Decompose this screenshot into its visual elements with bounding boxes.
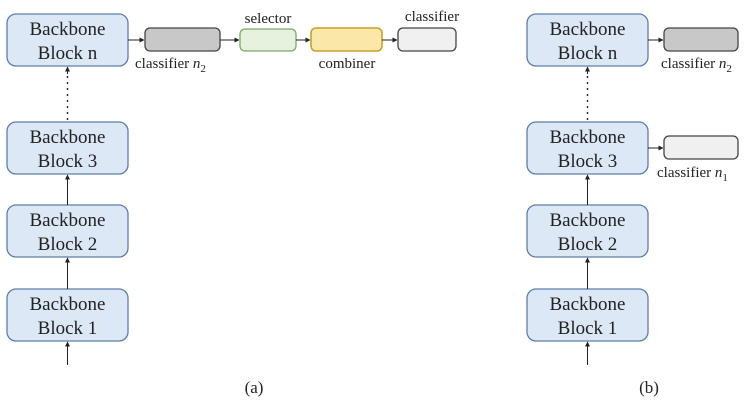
block-3-line1: Backbone — [30, 127, 106, 148]
block-1-line2: Block 1 — [38, 318, 98, 339]
caption-a: (a) — [245, 378, 264, 397]
selector-box — [239, 28, 297, 52]
block-1-line1: Backbone — [550, 294, 626, 315]
block-1-line2: Block 1 — [558, 318, 618, 339]
selector-label: selector — [245, 11, 292, 27]
block-3-line1: Backbone — [550, 127, 626, 148]
panel-a-block-n: Backbone Block n — [6, 13, 129, 67]
caption-b: (b) — [639, 378, 659, 397]
panel-a-block-2: Backbone Block 2 — [6, 204, 129, 258]
classifier-n2-label: classifier n2 — [661, 56, 732, 75]
panel-b-block-3: Backbone Block 3 — [526, 121, 649, 175]
block-2-line1: Backbone — [30, 210, 106, 231]
block-1-line1: Backbone — [30, 294, 106, 315]
classifier-n2-box — [144, 27, 221, 52]
block-2-line2: Block 2 — [558, 234, 618, 255]
panel-a: Backbone Block n Backbone Block 3 Backbo… — [6, 9, 459, 397]
panel-a-block-1: Backbone Block 1 — [6, 288, 129, 342]
classifier-n1-label: classifier n1 — [657, 165, 728, 184]
final-classifier-box — [397, 27, 457, 52]
block-n-line2: Block n — [558, 43, 618, 64]
block-2-line1: Backbone — [550, 210, 626, 231]
block-3-line2: Block 3 — [558, 151, 618, 172]
block-3-box — [6, 121, 129, 175]
combiner-box — [310, 27, 383, 52]
classifier-n2-label: classifier n2 — [135, 56, 206, 75]
classifier-n1-box — [663, 135, 739, 160]
final-classifier-label: classifier — [405, 9, 459, 25]
combiner-label: combiner — [319, 56, 376, 72]
block-2-line2: Block 2 — [38, 234, 98, 255]
panel-a-block-3: Backbone Block 3 — [6, 121, 129, 175]
panel-b: Backbone Block n Backbone Block 3 Backbo… — [526, 13, 739, 397]
block-3-line2: Block 3 — [38, 151, 98, 172]
classifier-n2-box — [663, 27, 739, 52]
block-n-line1: Backbone — [30, 19, 106, 40]
panel-b-block-1: Backbone Block 1 — [526, 288, 649, 342]
panel-b-block-2: Backbone Block 2 — [526, 204, 649, 258]
panel-b-block-n: Backbone Block n — [526, 13, 649, 67]
block-n-line2: Block n — [38, 43, 98, 64]
block-n-line1: Backbone — [550, 19, 626, 40]
